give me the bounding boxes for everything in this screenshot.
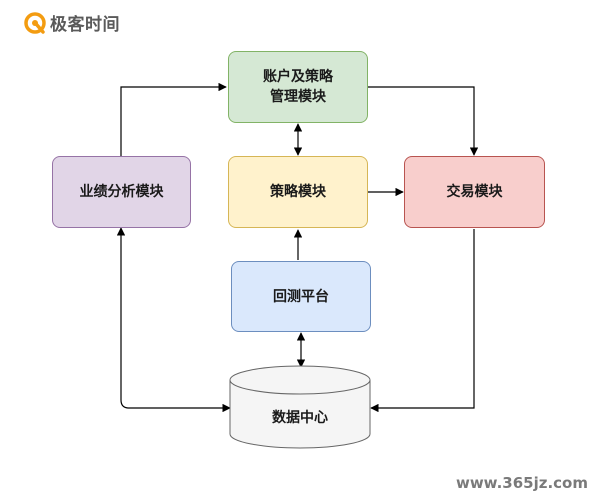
node-trade: 交易模块 — [404, 156, 545, 228]
brand-name: 极客时间 — [50, 15, 120, 35]
node-data-shape — [229, 365, 371, 449]
edge-trade-data — [370, 229, 475, 413]
node-data-label: 数据中心 — [272, 410, 328, 426]
node-backtest-label: 回测平台 — [273, 288, 329, 305]
watermark: www.365jz.com — [455, 474, 588, 492]
node-strategy-label: 策略模块 — [270, 184, 326, 200]
node-analysis: 业绩分析模块 — [52, 156, 191, 228]
node-account-label: 账户及策略 管理模块 — [263, 69, 333, 105]
node-data: 数据中心 — [230, 396, 370, 440]
brand-logo: 极客时间 — [24, 10, 120, 35]
node-analysis-label: 业绩分析模块 — [79, 184, 164, 200]
node-trade-label: 交易模块 — [446, 184, 503, 200]
node-strategy: 策略模块 — [228, 156, 368, 228]
node-account: 账户及策略 管理模块 — [228, 51, 368, 123]
node-backtest: 回测平台 — [231, 261, 371, 332]
geektime-logo-icon — [24, 11, 46, 34]
edge-account-trade — [368, 86, 479, 156]
edge-analysis-account — [120, 82, 227, 157]
edge-analysis-data — [116, 227, 231, 413]
